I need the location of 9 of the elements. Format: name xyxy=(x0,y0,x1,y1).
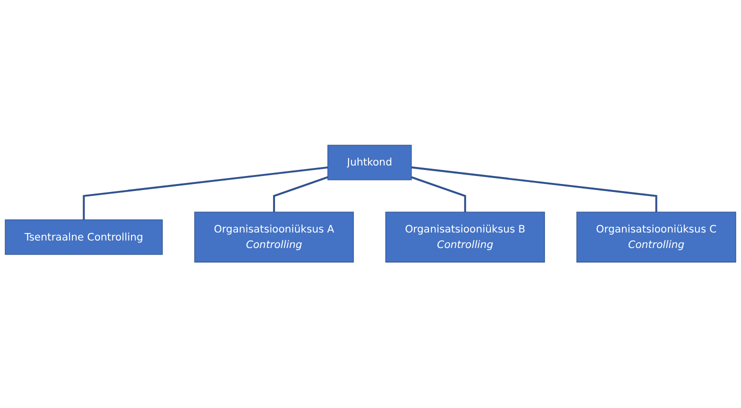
connector xyxy=(411,166,658,212)
connector xyxy=(273,176,328,212)
connector xyxy=(411,176,466,212)
node-box: Tsentraalne Controlling xyxy=(4,220,163,256)
node-box: Organisatsiooniüksus A Controlling xyxy=(194,212,354,263)
node-box: Juhtkond xyxy=(327,145,412,181)
node-box: Organisatsiooniüksus C Controlling xyxy=(576,212,736,263)
connector xyxy=(82,166,328,220)
node-box: Organisatsiooniüksus B Controlling xyxy=(385,212,545,263)
